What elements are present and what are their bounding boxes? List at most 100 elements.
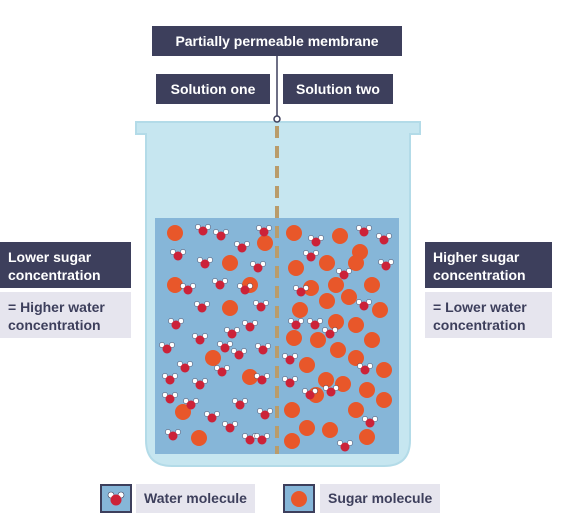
sugar-molecule [330,342,346,358]
hydrogen-atom [332,327,338,333]
water-molecule [256,225,272,237]
hydrogen-atom [192,378,198,384]
water-molecule [214,365,230,377]
hydrogen-atom [177,361,183,367]
left-water-concentration: = Higher water concentration [0,292,131,338]
hydrogen-atom [253,300,259,306]
hydrogen-atom [242,433,248,439]
water-molecule [254,433,270,445]
hydrogen-atom [250,261,256,267]
hydrogen-atom [202,333,208,339]
water-molecule [307,318,323,330]
sugar-molecule [286,330,302,346]
oxygen-atom [339,270,349,280]
water-molecule [250,261,266,273]
water-molecule [303,250,319,262]
hydrogen-atom [265,343,271,349]
sugar-molecule [205,350,221,366]
hydrogen-atom [356,299,362,305]
water-molecule [204,411,220,423]
hydrogen-atom [162,373,168,379]
hydrogen-atom [170,249,176,255]
sugar-molecule [364,332,380,348]
water-molecule [302,388,318,400]
hydrogen-atom [180,283,186,289]
sugar-molecule [191,430,207,446]
water-molecule [255,343,271,355]
hydrogen-atom [307,318,313,324]
water-molecule [308,235,324,247]
sugar-molecule [348,317,364,333]
water-molecule [257,408,273,420]
water-molecule [282,376,298,388]
hydrogen-atom [378,259,384,265]
hydrogen-atom [231,348,237,354]
hydrogen-atom [192,333,198,339]
water-molecule [282,353,298,365]
hydrogen-atom [282,376,288,382]
oxygen-atom [215,280,225,290]
oxygen-atom [240,285,250,295]
hydrogen-atom [293,285,299,291]
sugar-molecule [222,255,238,271]
hydrogen-atom [223,229,229,235]
oxygen-atom [340,442,350,452]
sugar-molecule [359,429,375,445]
hydrogen-atom [386,233,392,239]
sugar-molecule [284,433,300,449]
hydrogen-atom [178,318,184,324]
hydrogen-atom [204,301,210,307]
water-molecule [356,225,372,237]
oxygen-atom [197,303,207,313]
hydrogen-atom [263,300,269,306]
water-molecule [288,318,304,330]
oxygen-atom [306,252,316,262]
hydrogen-atom [172,373,178,379]
water-molecule [293,285,309,297]
sugar-molecule-legend-icon [283,484,315,513]
right-water-concentration: = Lower water concentration [425,292,552,338]
hydrogen-atom [227,341,233,347]
hydrogen-atom [333,385,339,391]
hydrogen-atom [175,429,181,435]
hydrogen-atom [337,440,343,446]
hydrogen-atom [346,268,352,274]
sugar-molecule [348,255,364,271]
sugar-molecule [257,235,273,251]
oxygen-atom [325,329,335,339]
hydrogen-atom [255,343,261,349]
water-molecule [217,341,233,353]
oxygen-atom [305,390,315,400]
hydrogen-atom [194,301,200,307]
oxygen-atom [165,394,175,404]
water-molecule [168,318,184,330]
sugar-molecule [286,225,302,241]
left-concentration-heading: Lower sugar concentration [0,242,131,288]
water-molecule [234,241,250,253]
hydrogen-atom [282,353,288,359]
hydrogen-atom [224,365,230,371]
water-molecule [357,363,373,375]
hydrogen-atom [213,229,219,235]
hydrogen-atom [312,388,318,394]
water-molecule [356,299,372,311]
oxygen-atom [237,243,247,253]
sugar-molecule [318,372,334,388]
water-molecule [162,373,178,385]
hydrogen-atom [169,342,175,348]
hydrogen-atom [247,283,253,289]
hydrogen-atom [260,261,266,267]
water-molecule-legend-label: Water molecule [136,484,255,513]
hydrogen-atom [366,299,372,305]
oxygen-atom [183,285,193,295]
sugar-molecule [167,277,183,293]
oxygen-atom [260,410,270,420]
oxygen-atom [245,322,255,332]
sugar-molecule [332,228,348,244]
hydrogen-atom [266,225,272,231]
hydrogen-atom [242,398,248,404]
hydrogen-atom [254,373,260,379]
oxygen-atom [186,400,196,410]
hydrogen-atom [162,392,168,398]
